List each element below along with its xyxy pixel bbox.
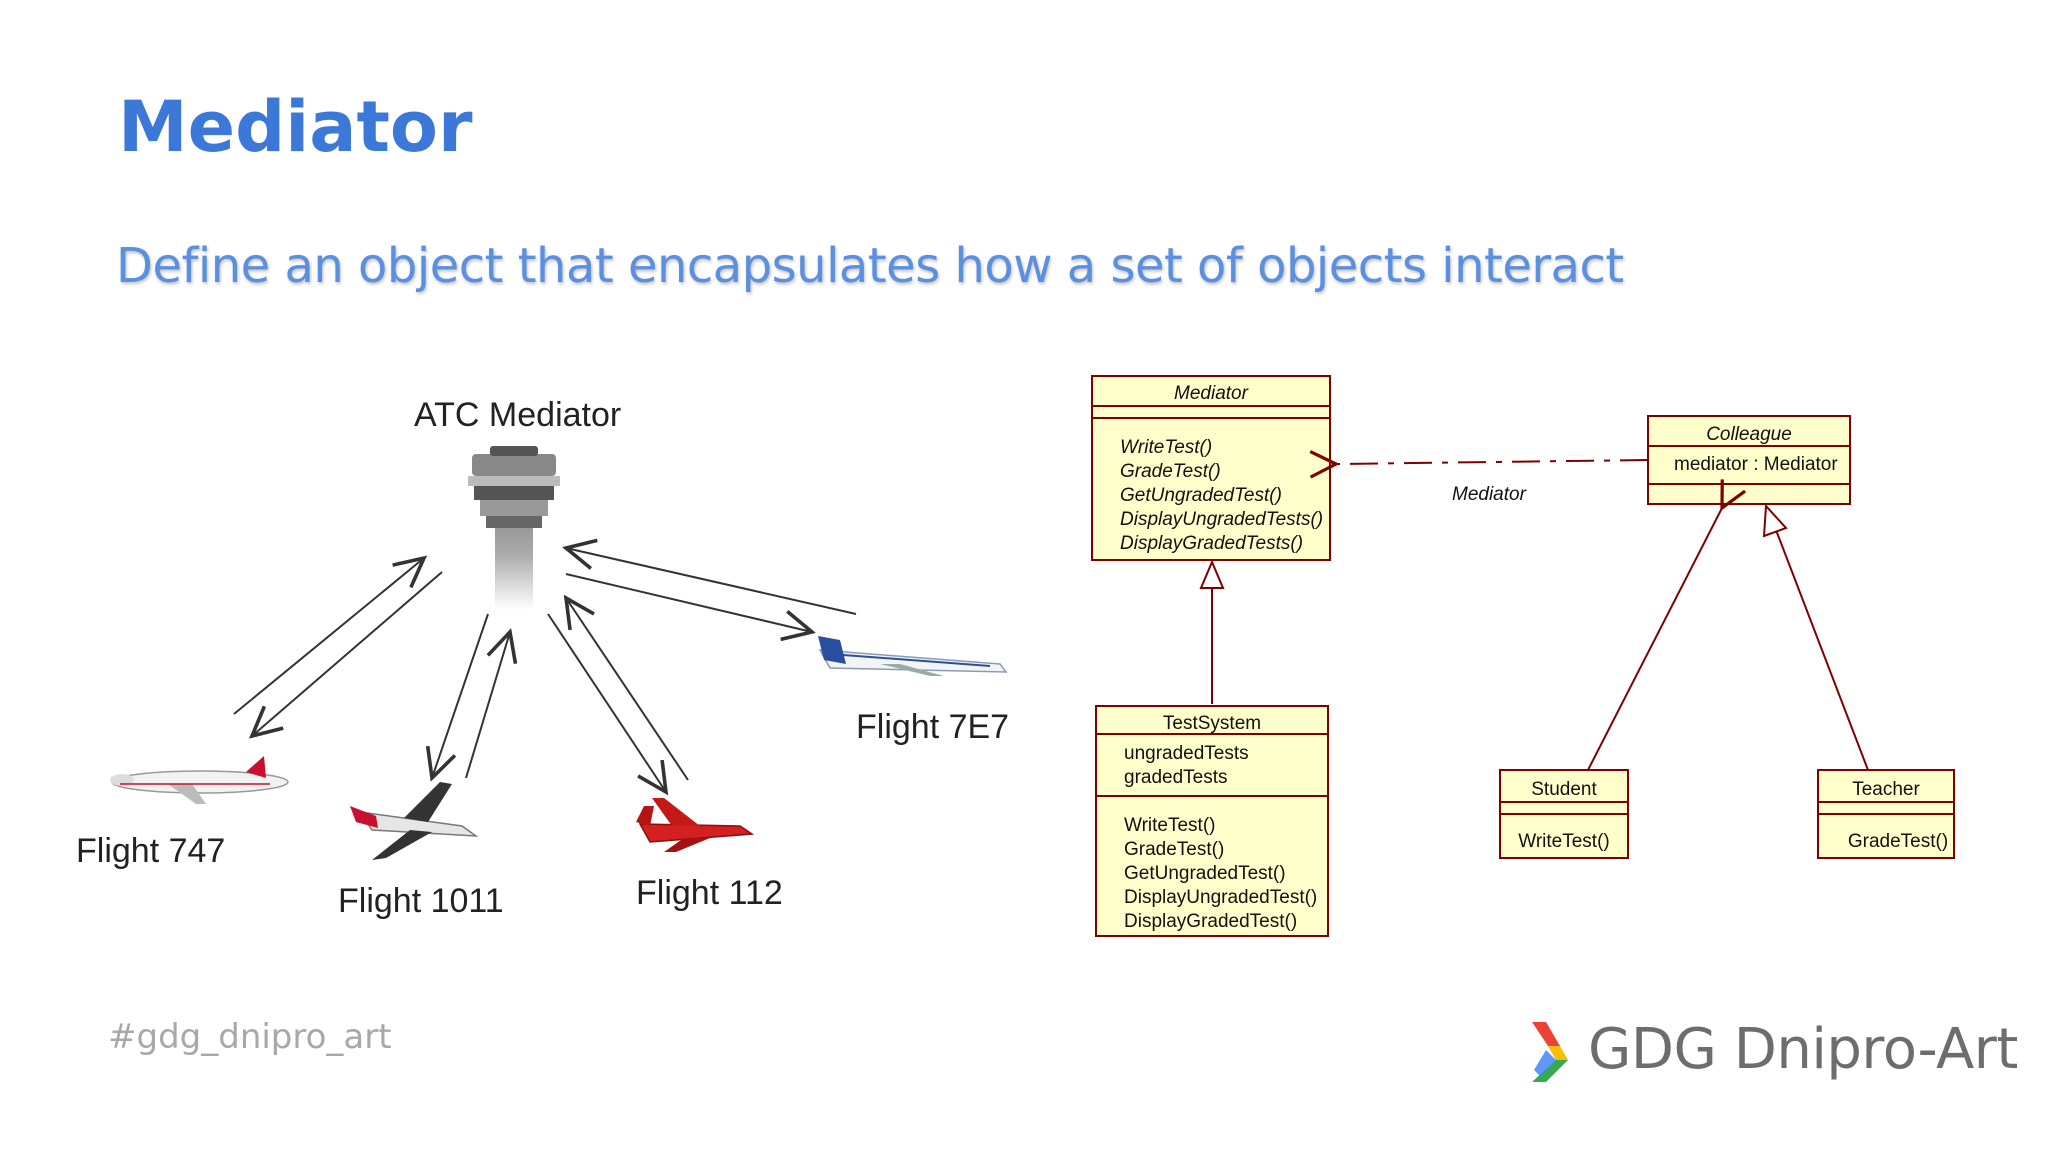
testsystem-class-name: TestSystem (1163, 713, 1261, 734)
uml-class-teacher: Teacher GradeTest() (1817, 769, 1955, 859)
mediator-op: DisplayUngradedTests() (1120, 509, 1323, 530)
gdg-chevron-icon (1532, 1022, 1568, 1082)
testsystem-op: DisplayUngradedTest() (1124, 887, 1317, 908)
teacher-op: GradeTest() (1848, 831, 1948, 852)
student-op: WriteTest() (1518, 831, 1609, 852)
flight-747-label: Flight 747 (76, 832, 226, 870)
testsystem-op: GetUngradedTest() (1124, 863, 1286, 884)
testsystem-op: DisplayGradedTest() (1124, 911, 1297, 932)
flight-7e7-label: Flight 7E7 (856, 708, 1010, 746)
plane-1011-icon (350, 782, 479, 860)
slide-title: Mediator (118, 86, 473, 168)
uml-class-mediator: Mediator WriteTest() GradeTest() GetUngr… (1091, 375, 1331, 561)
uml-class-student: Student WriteTest() (1499, 769, 1629, 859)
teacher-inheritance-triangle (1762, 503, 1788, 538)
mediator-op: GetUngradedTest() (1120, 485, 1282, 506)
student-link-line (1587, 508, 1722, 771)
mediator-op: GradeTest() (1120, 461, 1221, 482)
gdg-brand-text: GDG Dnipro-Art (1588, 1017, 2018, 1082)
event-hashtag: #gdg_dnipro_art (108, 1017, 392, 1057)
mediator-op: DisplayGradedTests() (1120, 533, 1303, 554)
testsystem-op: GradeTest() (1124, 839, 1224, 860)
communication-arrows (233, 548, 857, 792)
association-label: Mediator (1452, 484, 1527, 505)
uml-class-colleague: Colleague mediator : Mediator (1647, 415, 1851, 505)
teacher-inheritance-line (1775, 529, 1869, 771)
testsystem-op: WriteTest() (1124, 815, 1215, 836)
inheritance-triangle (1199, 559, 1225, 589)
uml-class-testsystem: TestSystem ungradedTests gradedTests Wri… (1095, 705, 1329, 937)
slide-subtitle: Define an object that encapsulates how a… (116, 238, 1624, 294)
colleague-class-name: Colleague (1706, 424, 1792, 445)
plane-7e7-icon (818, 636, 1008, 676)
flight-1011-label: Flight 1011 (338, 882, 504, 920)
colleague-attribute: mediator : Mediator (1674, 454, 1838, 475)
student-class-name: Student (1531, 779, 1597, 800)
testsystem-attribute: ungradedTests (1124, 743, 1249, 764)
mediator-class-name: Mediator (1174, 383, 1249, 404)
plane-112-icon (636, 798, 755, 852)
flight-112-label: Flight 112 (636, 874, 783, 912)
control-tower-icon (468, 446, 560, 610)
atc-mediator-label: ATC Mediator (414, 396, 622, 434)
gdg-logo: GDG Dnipro-Art (1528, 1018, 2028, 1088)
testsystem-attribute: gradedTests (1124, 767, 1228, 788)
plane-747-icon (110, 756, 289, 804)
association-line (1336, 460, 1649, 464)
teacher-class-name: Teacher (1852, 779, 1920, 800)
mediator-op: WriteTest() (1120, 437, 1212, 458)
